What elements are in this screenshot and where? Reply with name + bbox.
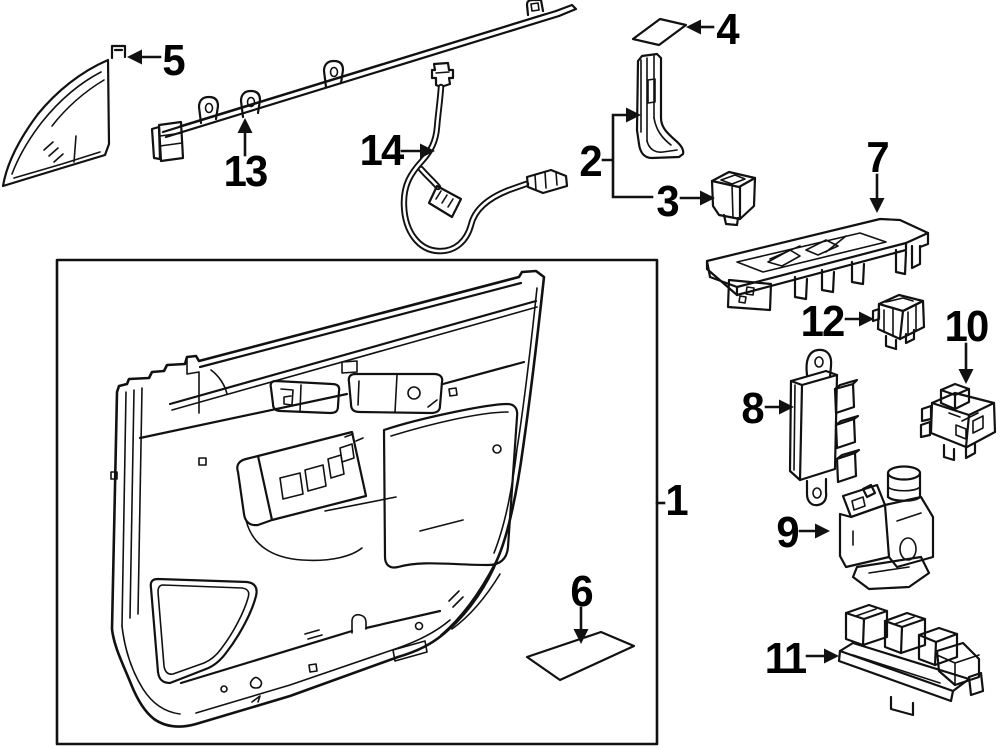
- callout-10-arrow: [958, 369, 974, 384]
- callout-4-label[interactable]: 4: [716, 5, 739, 54]
- callout-9-label[interactable]: 9: [776, 508, 799, 557]
- part-master-switch: [837, 603, 985, 717]
- part-trim-strip: [525, 630, 636, 682]
- callout-6-arrow: [573, 629, 589, 644]
- part-belt-molding: [150, 0, 578, 163]
- callout-13-label[interactable]: 13: [223, 147, 269, 196]
- part-pillar-trim: [635, 52, 685, 160]
- callout-9-arrow: [815, 523, 830, 539]
- part-mirror-switch: [838, 465, 935, 591]
- callout-leaders: [127, 19, 974, 664]
- part-clip: [710, 170, 757, 227]
- part-control-module: [788, 348, 861, 507]
- callout-8-arrow: [779, 399, 794, 415]
- callout-14-arrow: [420, 143, 435, 159]
- callout-7-label[interactable]: 7: [866, 133, 889, 182]
- callout-8-label[interactable]: 8: [741, 384, 764, 433]
- callout-3-label[interactable]: 3: [656, 177, 679, 226]
- callout-10-label[interactable]: 10: [944, 302, 990, 351]
- callout-5-label[interactable]: 5: [162, 36, 185, 85]
- part-wire-harness: [400, 61, 569, 255]
- part-switch-bezel: [705, 217, 930, 312]
- part-door-trim-panel: [55, 258, 659, 746]
- callout-2-label[interactable]: 2: [579, 137, 602, 186]
- callout-12-label[interactable]: 12: [800, 297, 846, 346]
- callout-13-arrow: [237, 118, 253, 133]
- callout-12-arrow: [859, 311, 874, 327]
- part-switch-10: [919, 382, 997, 462]
- part-garnish-plate: [631, 17, 688, 47]
- callout-7-arrow: [869, 198, 885, 213]
- callout-2-arrow: [626, 107, 641, 123]
- callout-6-label[interactable]: 6: [570, 567, 593, 616]
- callout-11-label[interactable]: 11: [764, 634, 807, 683]
- callout-2-leader: [601, 113, 654, 199]
- part-corner-trim: [1, 44, 127, 188]
- callout-3-arrow: [700, 190, 715, 206]
- part-switch-12: [871, 293, 926, 351]
- callout-14-label[interactable]: 14: [359, 126, 405, 175]
- callout-11-arrow: [824, 648, 839, 664]
- callout-1-label[interactable]: 1: [665, 476, 688, 525]
- callout-4-arrow: [686, 19, 701, 35]
- callout-5-arrow: [127, 49, 142, 65]
